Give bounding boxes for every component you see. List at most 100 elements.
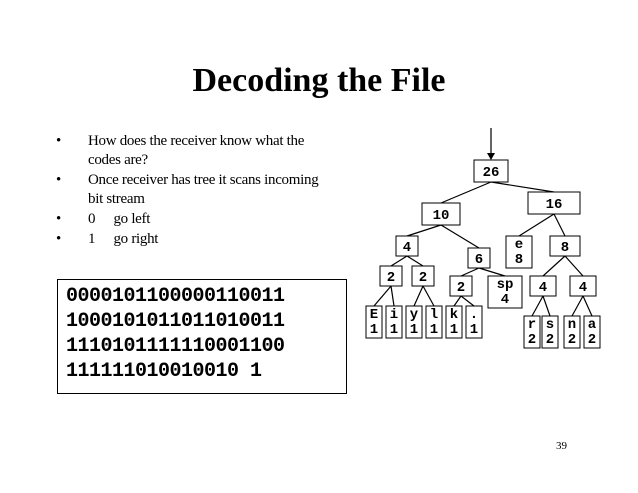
tree-node-box bbox=[421, 202, 461, 226]
bullet-text: 0   go left bbox=[88, 211, 151, 227]
bullet-dot: • bbox=[56, 231, 61, 247]
bullet-item: • 0   go left bbox=[56, 210, 356, 229]
tree-edge bbox=[413, 285, 424, 307]
tree-node-box bbox=[405, 305, 423, 339]
tree-node-label: 1 bbox=[370, 322, 378, 338]
tree-node-label: e bbox=[515, 237, 523, 253]
tree-node-n16: 16 bbox=[527, 191, 581, 215]
bullet-dot: • bbox=[56, 133, 61, 149]
tree-node-box bbox=[473, 159, 509, 183]
tree-node-label: 4 bbox=[579, 280, 587, 296]
tree-node-box bbox=[449, 275, 473, 297]
tree-edge bbox=[406, 224, 442, 237]
bullet-text: How does the receiver know what the bbox=[88, 133, 305, 149]
bullet-text: 1   go right bbox=[88, 231, 159, 247]
tree-node-nl1: l1 bbox=[425, 305, 443, 339]
tree-node-ne8: e8 bbox=[505, 235, 533, 269]
bullet-item: • Once receiver has tree it scans incomi… bbox=[56, 171, 356, 209]
tree-node-n4b: 4 bbox=[529, 275, 557, 297]
tree-node-nsp4: sp4 bbox=[487, 275, 523, 309]
tree-node-label: sp bbox=[497, 277, 514, 293]
tree-node-label: 1 bbox=[390, 322, 398, 338]
arrowhead-icon bbox=[487, 153, 495, 160]
tree-node-n4a: 4 bbox=[395, 235, 419, 257]
tree-edge bbox=[571, 295, 584, 317]
tree-edge bbox=[422, 285, 435, 307]
tree-node-label: 26 bbox=[483, 165, 500, 181]
bitstream-box: 0000101100000110011 1000101011011010011 … bbox=[57, 279, 347, 394]
tree-node-box bbox=[411, 265, 435, 287]
tree-node-box bbox=[385, 305, 403, 339]
tree-node-na2: a2 bbox=[583, 315, 601, 349]
tree-node-label: 2 bbox=[387, 270, 395, 286]
tree-node-label: 4 bbox=[403, 240, 411, 256]
tree-node-label: i bbox=[390, 307, 398, 323]
tree-node-box bbox=[379, 265, 403, 287]
tree-node-label: k bbox=[450, 307, 458, 323]
tree-node-label: 4 bbox=[539, 280, 547, 296]
tree-node-ny1: y1 bbox=[405, 305, 423, 339]
tree-node-label: 2 bbox=[457, 280, 465, 296]
tree-node-ni1: i1 bbox=[385, 305, 403, 339]
tree-node-n10: 10 bbox=[421, 202, 461, 226]
tree-node-label: y bbox=[410, 307, 419, 323]
tree-node-label: 4 bbox=[501, 292, 509, 308]
tree-node-label: 2 bbox=[546, 332, 554, 348]
tree-node-label: 1 bbox=[430, 322, 438, 338]
tree-node-label: 16 bbox=[546, 197, 563, 213]
tree-node-box bbox=[549, 235, 581, 257]
tree-node-box bbox=[529, 275, 557, 297]
bitstream-line: 0000101100000110011 bbox=[66, 285, 285, 308]
tree-node-box bbox=[487, 275, 523, 309]
tree-node-n2a: 2 bbox=[379, 265, 403, 287]
tree-edge bbox=[406, 255, 424, 267]
tree-node-n26: 26 bbox=[473, 159, 509, 183]
bullet-item: • 1   go right bbox=[56, 230, 356, 249]
tree-edge bbox=[460, 267, 480, 277]
tree-edge bbox=[440, 181, 492, 204]
tree-node-nE1: E1 bbox=[365, 305, 383, 339]
tree-node-box bbox=[569, 275, 597, 297]
tree-node-box bbox=[465, 305, 483, 339]
tree-node-label: 10 bbox=[433, 208, 450, 224]
tree-node-n2c: 2 bbox=[449, 275, 473, 297]
bullet-dot: • bbox=[56, 211, 61, 227]
bullet-dot: • bbox=[56, 172, 61, 188]
tree-node-box bbox=[365, 305, 383, 339]
tree-node-label: 2 bbox=[568, 332, 576, 348]
bullet-text: bit stream bbox=[88, 191, 145, 207]
tree-node-box bbox=[425, 305, 443, 339]
tree-node-nr2: r2 bbox=[523, 315, 541, 349]
tree-node-label: 2 bbox=[528, 332, 536, 348]
tree-node-label: r bbox=[528, 317, 536, 333]
tree-node-label: l bbox=[430, 307, 438, 323]
bullet-text: Once receiver has tree it scans incoming bbox=[88, 172, 319, 188]
tree-node-box bbox=[583, 315, 601, 349]
tree-node-label: E bbox=[370, 307, 378, 323]
tree-edge bbox=[531, 295, 544, 317]
tree-edge bbox=[542, 295, 551, 317]
tree-node-box bbox=[541, 315, 559, 349]
tree-node-n4c: 4 bbox=[569, 275, 597, 297]
tree-edge bbox=[564, 255, 584, 277]
tree-node-n6: 6 bbox=[467, 247, 491, 269]
tree-node-box bbox=[527, 191, 581, 215]
bitstream-line: 1000101011011010011 bbox=[66, 310, 285, 333]
tree-node-nk1: k1 bbox=[445, 305, 463, 339]
tree-edge bbox=[542, 255, 566, 277]
tree-edge bbox=[518, 213, 555, 237]
tree-node-n8: 8 bbox=[549, 235, 581, 257]
tree-node-ns2: s2 bbox=[541, 315, 559, 349]
bullet-text: codes are? bbox=[88, 152, 148, 168]
tree-node-box bbox=[445, 305, 463, 339]
tree-node-label: 6 bbox=[475, 252, 483, 268]
tree-node-ndot1: .1 bbox=[465, 305, 483, 339]
tree-edge bbox=[490, 181, 555, 193]
tree-node-label: . bbox=[470, 307, 478, 323]
tree-node-label: 1 bbox=[410, 322, 418, 338]
tree-node-label: 1 bbox=[470, 322, 478, 338]
bitstream-line: 111111010010010 1 bbox=[66, 360, 262, 383]
slide-title: Decoding the File bbox=[192, 62, 446, 99]
tree-edge bbox=[460, 295, 475, 307]
